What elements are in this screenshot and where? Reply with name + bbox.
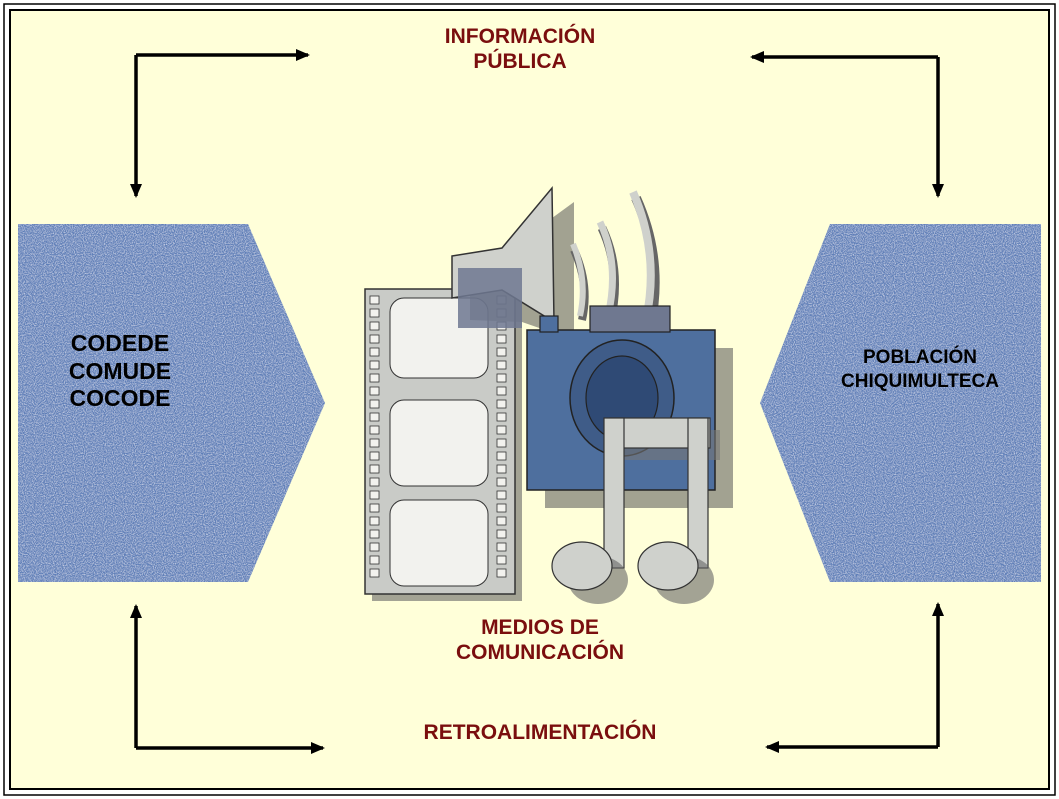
feedback-label: RETROALIMENTACIÓN	[423, 721, 657, 744]
left-box-label: CODEDE COMUDE COCODE	[20, 330, 220, 413]
media-label: MEDIOS DE COMUNICACIÓN	[380, 615, 700, 665]
left-box-line-2: COMUDE	[68, 357, 172, 384]
left-box-line-1: CODEDE	[70, 330, 170, 356]
right-box-line-1: POBLACIÓN	[863, 347, 977, 368]
public-information-line-2: PÚBLICA	[473, 50, 567, 74]
media-line-1: MEDIOS DE	[481, 616, 599, 639]
public-information-label: INFORMACIÓN PÚBLICA	[360, 24, 680, 74]
right-box-label: POBLACIÓN CHIQUIMULTECA	[800, 346, 1040, 394]
right-box-line-2: CHIQUIMULTECA	[841, 370, 999, 392]
left-hexagon	[18, 224, 325, 582]
outer-border	[3, 3, 1056, 796]
film-strip-icon	[364, 288, 522, 601]
music-note-icon	[551, 417, 720, 604]
public-information-line-1: INFORMACIÓN	[444, 25, 596, 48]
left-box-line-3: COCODE	[69, 385, 171, 412]
media-line-2: COMUNICACIÓN	[456, 641, 624, 665]
right-hexagon	[760, 224, 1041, 582]
